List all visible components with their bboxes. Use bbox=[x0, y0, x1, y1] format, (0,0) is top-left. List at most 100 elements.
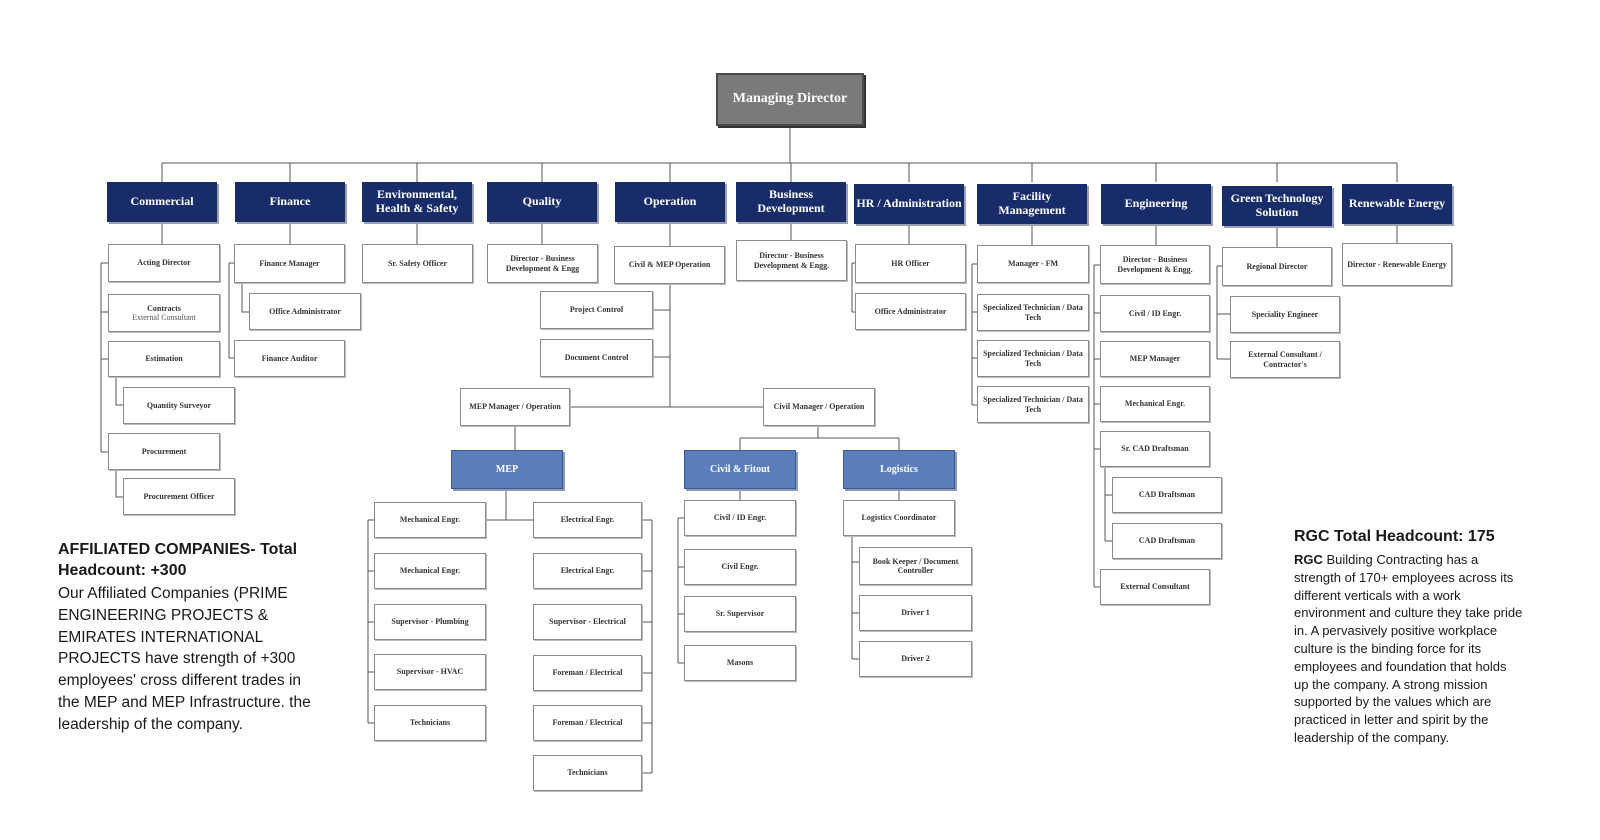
role-specialized-technician-1: Specialized Technician / Data Tech bbox=[977, 294, 1089, 331]
subdept-logistics-label: Logistics bbox=[880, 463, 918, 475]
role-specialized-technician-2: Specialized Technician / Data Tech bbox=[977, 340, 1089, 377]
role-specialized-technician-3: Specialized Technician / Data Tech bbox=[977, 386, 1089, 423]
role-label: Technicians bbox=[567, 768, 608, 778]
role-finance-manager: Finance Manager bbox=[234, 244, 345, 283]
role-label: Supervisor - Electrical bbox=[549, 617, 626, 627]
dept-quality: Quality bbox=[487, 182, 597, 222]
role-label: Supervisor - HVAC bbox=[396, 667, 464, 677]
role-civil-engr: Civil Engr. bbox=[684, 549, 796, 585]
role-label: HR Officer bbox=[891, 258, 930, 268]
role-label: Mechanical Engr. bbox=[1124, 399, 1186, 409]
role-logistics-coordinator: Logistics Coordinator bbox=[843, 500, 955, 536]
role-label: Director - Business Development & Engg. bbox=[753, 251, 830, 270]
role-label: Sr. Supervisor bbox=[715, 609, 765, 619]
role-quantity-surveyor: Quantity Surveyor bbox=[123, 387, 235, 424]
role-driver-2: Driver 2 bbox=[859, 641, 972, 677]
role-label: Sr. Safety Officer bbox=[387, 258, 448, 268]
managing-director-label: Managing Director bbox=[732, 91, 848, 107]
role-label: CAD Draftsman bbox=[1138, 536, 1196, 546]
role-electrical-engr-2: Electrical Engr. bbox=[533, 553, 642, 589]
role-project-control: Project Control bbox=[540, 291, 653, 329]
dept-finance: Finance bbox=[235, 182, 345, 222]
role-supervisor-hvac: Supervisor - HVAC bbox=[374, 654, 486, 690]
role-masons: Masons bbox=[684, 645, 796, 681]
role-sr-cad-draftsman: Sr. CAD Draftsman bbox=[1100, 431, 1210, 467]
subdept-mep: MEP bbox=[451, 450, 563, 489]
role-procurement-officer: Procurement Officer bbox=[123, 478, 235, 515]
dept-business-development-label: Business Development bbox=[757, 187, 825, 215]
subdept-mep-label: MEP bbox=[495, 463, 519, 475]
role-label: Civil & MEP Operation bbox=[628, 260, 711, 270]
dept-renewable-energy-label: Renewable Energy bbox=[1348, 196, 1446, 211]
role-label: Logistics Coordinator bbox=[861, 513, 937, 523]
role-cad-draftsman-2: CAD Draftsman bbox=[1112, 523, 1222, 559]
role-mep-manager-operation: MEP Manager / Operation bbox=[460, 388, 570, 426]
role-cad-draftsman-1: CAD Draftsman bbox=[1112, 477, 1222, 513]
role-label: Civil Manager / Operation bbox=[773, 402, 865, 412]
role-supervisor-plumbing: Supervisor - Plumbing bbox=[374, 604, 486, 640]
role-label: Mechanical Engr. bbox=[399, 515, 461, 525]
role-civil-id-engr: Civil / ID Engr. bbox=[684, 500, 796, 536]
role-label: Mechanical Engr. bbox=[399, 566, 461, 576]
role-civil-manager-operation: Civil Manager / Operation bbox=[763, 388, 875, 426]
dept-quality-label: Quality bbox=[522, 194, 562, 209]
subdept-civil-fitout-label: Civil & Fitout bbox=[710, 463, 770, 475]
role-engineering-mechanical-engr: Mechanical Engr. bbox=[1100, 386, 1210, 422]
role-label: MEP Manager bbox=[1129, 354, 1181, 364]
role-hr-office-administrator: Office Administrator bbox=[855, 293, 966, 330]
role-renewable-director: Director - Renewable Energy bbox=[1342, 243, 1452, 286]
role-book-keeper: Book Keeper / Document Controller bbox=[859, 547, 972, 585]
role-technicians-mech: Technicians bbox=[374, 705, 486, 741]
role-technicians-elec: Technicians bbox=[533, 755, 642, 791]
dept-commercial-label: Commercial bbox=[130, 194, 194, 209]
role-label: Estimation bbox=[145, 354, 183, 364]
role-label: Specialized Technician / Data Tech bbox=[983, 303, 1083, 322]
dept-green-technology-label: Green Technology Solution bbox=[1230, 191, 1324, 219]
dept-operation: Operation bbox=[615, 182, 725, 222]
dept-finance-label: Finance bbox=[269, 194, 311, 209]
role-label: External Consultant / Contractor's bbox=[1248, 350, 1322, 369]
role-mep-manager: MEP Manager bbox=[1100, 341, 1210, 377]
role-quality-director: Director - Business Development & Engg bbox=[487, 244, 598, 283]
role-label: Masons bbox=[726, 658, 754, 668]
role-label: Civil / ID Engr. bbox=[1128, 308, 1182, 318]
dept-hr-administration: HR / Administration bbox=[854, 184, 964, 224]
role-label: Driver 1 bbox=[901, 608, 930, 618]
dept-renewable-energy: Renewable Energy bbox=[1342, 184, 1452, 224]
role-label: Civil / ID Engr. bbox=[713, 513, 767, 523]
role-label: Driver 2 bbox=[901, 654, 930, 664]
role-label: Electrical Engr. bbox=[560, 566, 615, 576]
role-green-external-consultant: External Consultant / Contractor's bbox=[1230, 341, 1340, 378]
dept-hr-administration-label: HR / Administration bbox=[856, 196, 962, 211]
role-label: Technicians bbox=[409, 718, 451, 728]
role-foreman-electrical-1: Foreman / Electrical bbox=[533, 655, 642, 691]
role-external-consultant: External Consultant bbox=[1100, 569, 1210, 605]
role-label: Director - Renewable Energy bbox=[1347, 259, 1447, 269]
role-label: Acting Director bbox=[137, 258, 191, 268]
role-regional-director: Regional Director bbox=[1222, 247, 1332, 286]
role-engineering-director: Director - Business Development & Engg. bbox=[1100, 245, 1210, 284]
role-document-control: Document Control bbox=[540, 339, 653, 377]
role-label: Procurement bbox=[141, 446, 187, 456]
rgc-headcount-title: RGC Total Headcount: 175 bbox=[1294, 528, 1495, 545]
role-label: Specialized Technician / Data Tech bbox=[983, 349, 1083, 368]
role-label: Foreman / Electrical bbox=[552, 668, 623, 678]
role-label: Finance Auditor bbox=[261, 353, 318, 363]
role-sublabel: External Consultant bbox=[132, 313, 196, 322]
role-label: Director - Business Development & Engg bbox=[505, 254, 580, 273]
role-label: Project Control bbox=[569, 305, 624, 315]
role-acting-director: Acting Director bbox=[108, 244, 220, 282]
role-label: Procurement Officer bbox=[143, 491, 215, 501]
affiliated-companies-body: Our Affiliated Companies (PRIME ENGINEER… bbox=[58, 585, 311, 733]
role-label: Sr. CAD Draftsman bbox=[1121, 444, 1189, 454]
role-label: Document Control bbox=[564, 353, 629, 363]
role-label: Foreman / Electrical bbox=[552, 718, 623, 728]
rgc-body-text: Building Contracting has a strength of 1… bbox=[1294, 552, 1523, 745]
role-office-administrator: Office Administrator bbox=[249, 293, 361, 330]
role-sr-supervisor: Sr. Supervisor bbox=[684, 596, 796, 632]
role-label: Civil Engr. bbox=[721, 562, 759, 572]
role-label: Manager - FM bbox=[1007, 259, 1059, 269]
role-manager-fm: Manager - FM bbox=[977, 245, 1089, 283]
role-foreman-electrical-2: Foreman / Electrical bbox=[533, 705, 642, 741]
role-label: Supervisor - Plumbing bbox=[391, 617, 469, 627]
